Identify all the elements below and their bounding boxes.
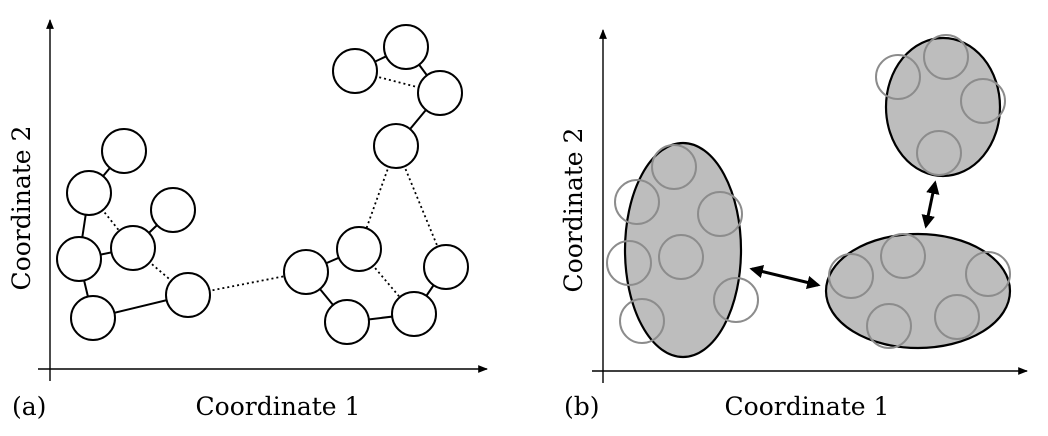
node [70,295,116,341]
node [110,225,156,271]
node [283,249,329,295]
ghost-node [916,130,962,176]
node [391,291,437,337]
node [373,123,419,169]
panel-b-ghost-nodes [606,34,1011,349]
cluster-bottom-right [824,232,1012,350]
panel-a-label: (a) [12,392,46,421]
ghost-node [606,240,652,286]
ghost-node [614,179,660,225]
node [383,24,429,70]
ghost-node [866,303,912,349]
panel-a: (a) Coordinate 1 Coordinate 2 [7,19,488,421]
panel-a-axes [38,19,488,381]
panel-b: (b) Coordinate 1 Coordinate 2 [559,29,1028,421]
distance-arrow-vertical [921,180,940,229]
panel-a-nodes [56,24,469,345]
ghost-node [619,298,665,344]
panel-a-edges [78,46,447,323]
node [324,299,370,345]
node [336,226,382,272]
ghost-node [960,78,1006,124]
panel-b-distance-arrows [749,180,940,290]
ghost-node [828,253,874,299]
node [417,70,463,116]
panel-a-y-axis-label: Coordinate 2 [7,126,36,291]
node [165,272,211,318]
ghost-node [923,34,969,80]
panel-b-y-axis-label: Coordinate 2 [559,128,588,293]
node [66,170,112,216]
panel-b-axes [592,29,1028,383]
node [101,128,147,174]
distance-arrow-horizontal [749,264,821,290]
cluster-top-right [884,36,1002,178]
cluster-left [623,141,743,359]
ghost-node [880,233,926,279]
ghost-node [875,54,921,100]
ghost-node [965,251,1011,297]
node [56,236,102,282]
ghost-node [658,234,704,280]
node [150,187,196,233]
ghost-node [934,294,980,340]
node [423,244,469,290]
ghost-node [697,191,743,237]
panel-b-label: (b) [564,392,600,421]
panel-b-clusters [623,36,1012,359]
ghost-node [651,144,697,190]
panel-a-x-axis-label: Coordinate 1 [196,392,361,421]
node [332,48,378,94]
panel-b-x-axis-label: Coordinate 1 [725,392,890,421]
ghost-node [713,277,759,323]
